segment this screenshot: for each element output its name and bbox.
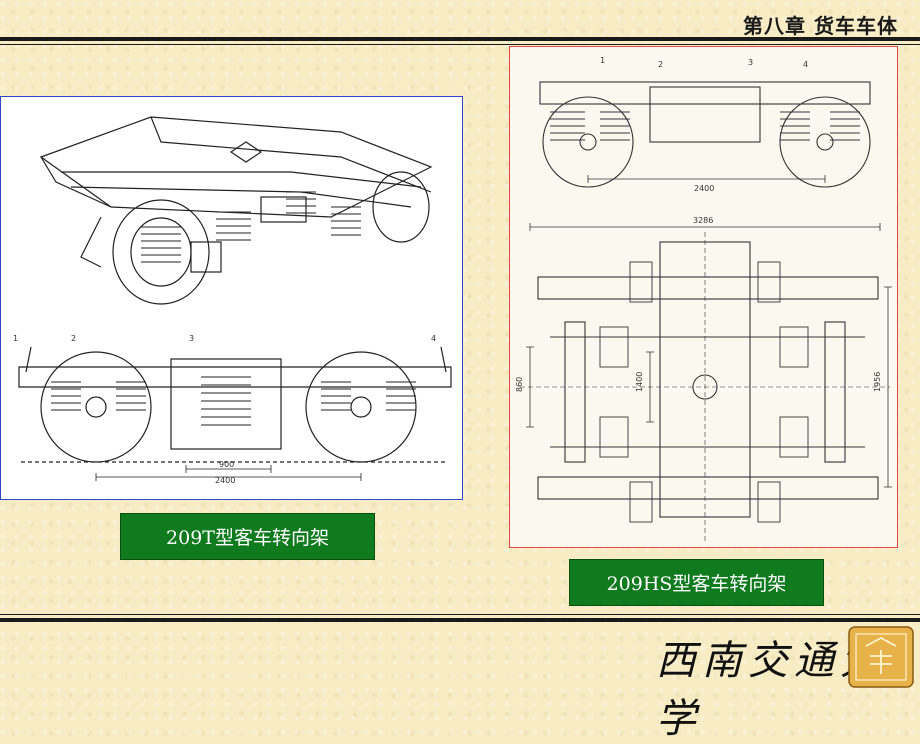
bogie-209t-drawing: 1 2 3 4 900 2400 (0, 96, 463, 500)
callout-1: 1 (13, 334, 18, 343)
footer-rule (0, 618, 920, 622)
dim-2400: 2400 (215, 476, 235, 485)
footer-rule-thin (0, 614, 920, 615)
university-logo (848, 626, 914, 688)
callout-4: 4 (431, 334, 436, 343)
dim-3286: 3286 (693, 216, 713, 225)
header-rule (0, 37, 920, 41)
dim-2400: 2400 (694, 184, 714, 193)
chapter-title: 第八章 货车车体 (743, 14, 898, 38)
caption-209t: 209T型客车转向架 (120, 513, 375, 560)
dim-1956: 1956 (873, 372, 882, 392)
university-name: 西南交通大学 (656, 638, 886, 742)
bogie-209hs-illustration: 1 2 3 4 2400 3286 860 1400 1956 (515, 56, 892, 542)
dim-900: 900 (219, 460, 234, 469)
dim-860: 860 (515, 377, 524, 392)
bogie-209t-illustration: 1 2 3 4 900 2400 (13, 116, 452, 485)
bogie-209hs-drawing: 1 2 3 4 2400 3286 860 1400 1956 (509, 46, 898, 548)
callout-4: 4 (803, 60, 808, 69)
dim-1400: 1400 (635, 372, 644, 392)
callout-1: 1 (600, 56, 605, 65)
header-rule-thin (0, 44, 920, 45)
caption-209hs: 209HS型客车转向架 (569, 559, 824, 606)
callout-3: 3 (748, 58, 753, 67)
callout-3: 3 (189, 334, 194, 343)
callout-2: 2 (658, 60, 663, 69)
callout-2: 2 (71, 334, 76, 343)
